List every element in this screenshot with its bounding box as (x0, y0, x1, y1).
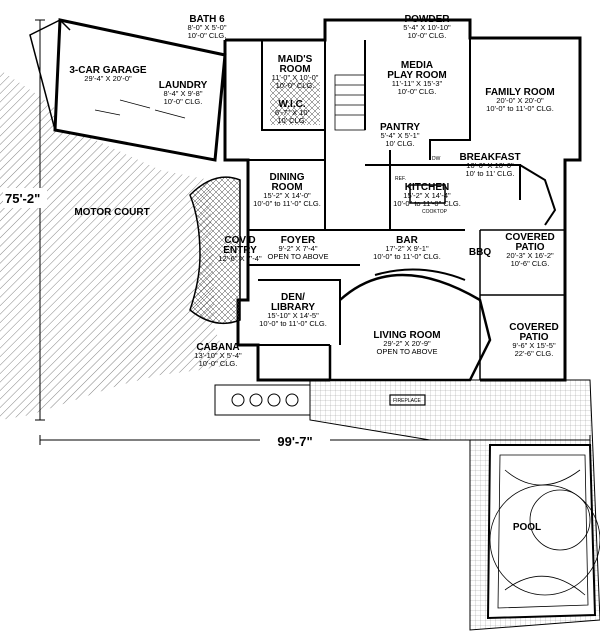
room-label-bbq: BBQ (469, 247, 491, 258)
motor-court-planter (189, 176, 241, 325)
kitchen-island (409, 184, 446, 204)
bath-tile (270, 80, 320, 125)
depth-dimension: 75'-2" (5, 191, 40, 206)
cooktop-label: COOKTOP (422, 209, 448, 215)
fireplace-label: FIREPLACE (393, 398, 421, 404)
stair (334, 74, 366, 131)
driveway-hatch (0, 70, 230, 420)
fireplace-hearth (389, 394, 426, 406)
width-dimension: 99'-7" (277, 434, 312, 449)
room-label-wic: W.I.C.6'-7" X 10'10' CLG. (275, 99, 309, 125)
ref-label: REF. (395, 176, 406, 182)
garage-block (29, 18, 227, 162)
room-label-pool: POOL (513, 522, 541, 533)
planters (214, 384, 311, 416)
pool (486, 444, 600, 620)
dw-label: DW (432, 156, 441, 162)
room-label-motor: MOTOR COURT (74, 207, 149, 218)
